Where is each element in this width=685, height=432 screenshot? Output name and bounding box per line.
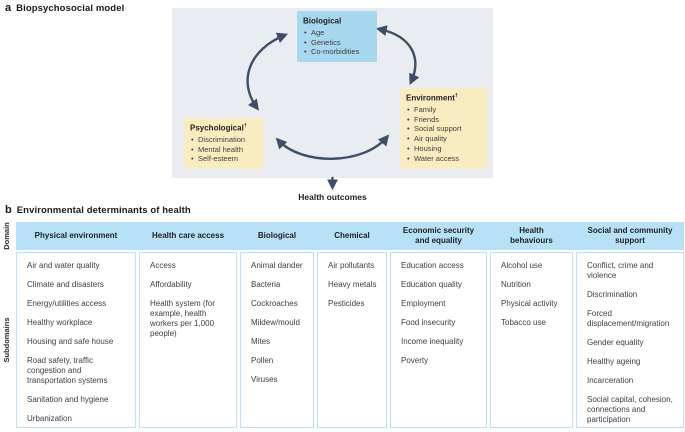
subdomain-item: Pesticides — [328, 299, 365, 308]
subdomain-item: Education access — [401, 261, 464, 270]
column-header-biological: Biological — [257, 231, 297, 241]
subdomain-item: Alcohol use — [501, 261, 543, 270]
subdomain-item: Healthy workplace — [27, 318, 93, 327]
node-biological-title: Biological — [303, 16, 342, 26]
subdomain-item: Mites — [251, 337, 271, 346]
column-header-health-care-access: Health care access — [151, 231, 225, 241]
table-header-row: Physical environment Health care access … — [16, 222, 684, 250]
subdomain-item: Viruses — [251, 375, 278, 384]
subdomain-item: Urbanization — [27, 414, 72, 423]
health-outcomes-label: Health outcomes — [298, 192, 367, 202]
subdomain-item: Road safety, traffic congestion and tran… — [27, 356, 108, 385]
column-header-health-behaviours: Health behaviours — [510, 226, 553, 245]
column-header-economic-security: Economic security and equality — [402, 226, 475, 245]
bullet-item: Air quality — [406, 134, 481, 144]
domain-axis-label: Domain — [2, 222, 11, 250]
subdomain-item: Access — [150, 261, 176, 270]
bullet-item: Water access — [406, 154, 481, 164]
bullet-item: Family — [406, 105, 481, 115]
bullet-item: Age — [303, 28, 371, 38]
node-psychological-items: DiscriminationMental healthSelf-esteem — [190, 135, 257, 165]
node-biological: Biological AgeGeneticsCo-morbidities — [297, 11, 377, 63]
subdomain-item: Pollen — [251, 356, 274, 365]
subdomain-item: Affordability — [150, 280, 192, 289]
subdomain-item: Income inequality — [401, 337, 464, 346]
bullet-item: Friends — [406, 115, 481, 125]
node-psychological-title: Psychological† — [190, 123, 247, 133]
subdomain-item: Bacteria — [251, 280, 281, 289]
panel-a-title: a Biopsychosocial model — [5, 2, 124, 14]
subdomain-item: Housing and safe house — [27, 337, 114, 346]
subdomain-item: Social capital, cohesion, connections an… — [587, 395, 673, 424]
panel-b-title-text: Environmental determinants of health — [16, 205, 191, 216]
bullet-item: Mental health — [190, 145, 257, 155]
subdomain-item: Climate and disasters — [27, 280, 104, 289]
bullet-item: Housing — [406, 144, 481, 154]
panel-b-label: b — [5, 204, 12, 216]
node-environment: Environment† FamilyFriendsSocial support… — [400, 88, 487, 169]
subdomain-item: Animal dander — [251, 261, 303, 270]
subdomain-item: Forced displacement/migration — [587, 309, 670, 328]
bullet-item: Social support — [406, 124, 481, 134]
subdomain-item: Air pollutants — [328, 261, 375, 270]
bullet-item: Discrimination — [190, 135, 257, 145]
subdomain-item: Tobacco use — [501, 318, 546, 327]
column-header-physical-environment: Physical environment — [34, 231, 118, 241]
subdomain-item: Heavy metals — [328, 280, 377, 289]
panel-a-title-text: Biopsychosocial model — [16, 3, 125, 14]
subdomain-item: Discrimination — [587, 290, 638, 299]
subdomain-item: Mildew/mould — [251, 318, 300, 327]
node-psychological: Psychological† DiscriminationMental heal… — [184, 118, 263, 170]
subdomain-item: Cockroaches — [251, 299, 298, 308]
subdomain-item: Energy/utilities access — [27, 299, 107, 308]
subdomain-item: Healthy ageing — [587, 357, 641, 366]
subdomain-item: Conflict, crime and violence — [587, 261, 654, 280]
subdomain-item: Employment — [401, 299, 446, 308]
column-header-social-community-support: Social and community support — [587, 226, 673, 245]
subdomain-item: Food insecurity — [401, 318, 456, 327]
subdomain-item: Health system (for example, health worke… — [150, 299, 215, 338]
subdomains-axis-label: Subdomains — [2, 317, 11, 363]
bullet-item: Self-esteem — [190, 154, 257, 164]
bullet-item: Genetics — [303, 38, 371, 48]
subdomain-item: Physical activity — [501, 299, 558, 308]
subdomain-item: Sanitation and hygiene — [27, 395, 109, 404]
panel-a-label: a — [5, 2, 12, 14]
subdomain-item: Poverty — [401, 356, 429, 365]
subdomain-item: Education quality — [401, 280, 462, 289]
subdomain-item: Nutrition — [501, 280, 531, 289]
bullet-item: Co-morbidities — [303, 47, 371, 57]
panel-b-title: b Environmental determinants of health — [5, 204, 191, 216]
column-header-chemical: Chemical — [334, 231, 370, 241]
node-biological-items: AgeGeneticsCo-morbidities — [303, 28, 371, 58]
subdomain-item: Incarceration — [587, 376, 634, 385]
subdomain-item: Air and water quality — [27, 261, 100, 270]
node-environment-title: Environment† — [406, 93, 458, 103]
subdomain-item: Gender equality — [587, 338, 644, 347]
